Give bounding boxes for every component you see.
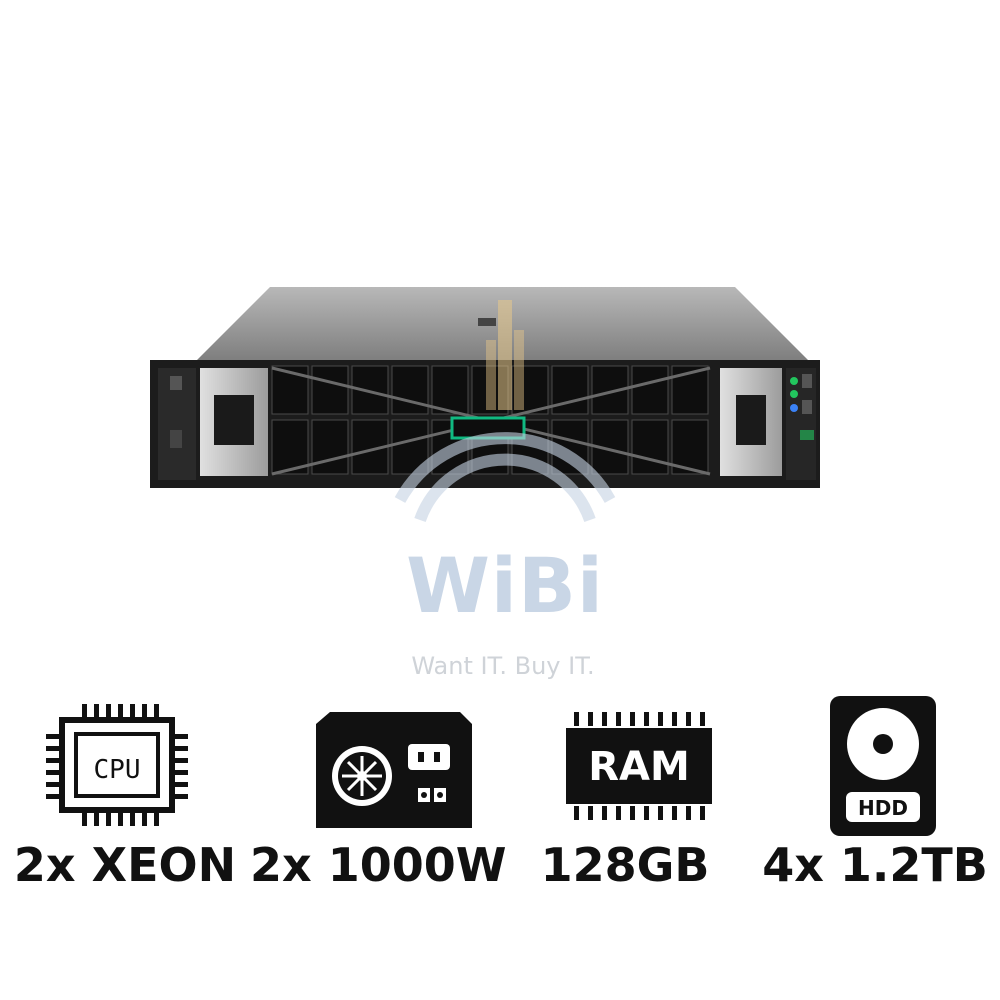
server-image: [150, 287, 820, 488]
status-led: [790, 377, 798, 385]
hdd-icon: HDD: [830, 696, 936, 836]
spec-ram: RAM 128GB: [500, 690, 750, 910]
watermark-subtitle: Want IT. Buy IT.: [411, 652, 595, 680]
spec-power-supply: 2x 1000W: [250, 690, 507, 910]
cpu-icon-text: CPU: [94, 755, 141, 785]
spec-hdd: HDD 4x 1.2TB: [750, 690, 1000, 910]
cpu-icon: CPU: [46, 704, 188, 826]
ram-icon-text: RAM: [588, 744, 690, 790]
spec-label-cpu: 2x XEON: [13, 838, 237, 892]
bezel-logo-bar: [450, 416, 526, 440]
uid-led: [790, 404, 798, 412]
power-supply-icon: [316, 712, 472, 828]
hdd-icon-text: HDD: [858, 796, 908, 820]
spec-label-hdd: 4x 1.2TB: [762, 838, 988, 892]
spec-label-power-supply: 2x 1000W: [250, 838, 507, 892]
spec-cpu: CPU 2x XEON: [0, 690, 250, 910]
spec-label-ram: 128GB: [540, 838, 710, 892]
chassis-top: [195, 287, 810, 362]
watermark-title: WiBi: [406, 541, 604, 630]
status-led: [790, 390, 798, 398]
ram-icon: RAM: [566, 712, 712, 820]
